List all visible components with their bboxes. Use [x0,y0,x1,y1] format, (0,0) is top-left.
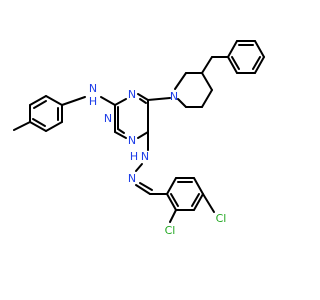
bond [29,121,47,132]
bond [33,100,47,109]
bond [114,98,127,106]
bond [117,128,125,134]
bond [252,56,261,70]
bond [191,193,200,207]
atom-label-layer: N H N N N N H N N Cl Cl [89,82,227,237]
bond [193,177,204,195]
bond [13,121,31,131]
bond [135,163,143,172]
bond [201,56,213,74]
bond [227,56,238,74]
bond [231,56,240,70]
bond [166,177,177,195]
bond [202,193,215,213]
atom-n-amine: N H [89,82,97,108]
bond [170,193,179,207]
atom-n-hydrazine1: H N [130,150,149,163]
atom-label-n-piperidine: N [170,90,178,103]
bond [201,72,213,91]
bond [227,40,238,58]
bond-layer [13,40,265,223]
bond [254,56,265,74]
bond [137,131,149,139]
atom-label-cl-ortho: Cl [165,224,176,237]
bond [169,209,177,223]
bond [61,96,86,106]
molecule-structure: N H N N N N H N N Cl Cl [13,40,265,237]
atom-label: N [141,150,149,163]
atom-label: N [89,82,97,95]
bond [114,131,127,139]
bond [174,72,187,90]
atom-label-cl-para: Cl [216,212,227,225]
bond [137,93,149,101]
bond [177,98,187,108]
bond [201,89,213,108]
bond [100,96,116,106]
hydrogen-label: H [89,95,97,108]
hydrogen-label: H [130,150,138,163]
bond [193,193,204,211]
atom-label-n-ring3: N [128,134,136,147]
bond [166,193,177,211]
atom-label-n-ring1: N [128,88,136,101]
bond [29,95,47,106]
bond [139,98,147,104]
atom-label-n-hydrazine2: N [128,172,136,185]
bond [135,184,151,195]
bond [147,97,171,101]
bond [139,182,153,191]
bond [45,121,63,132]
bond [254,40,265,58]
bond [45,95,63,106]
atom-label-n-ring2: N [104,112,112,125]
bond [32,118,46,127]
